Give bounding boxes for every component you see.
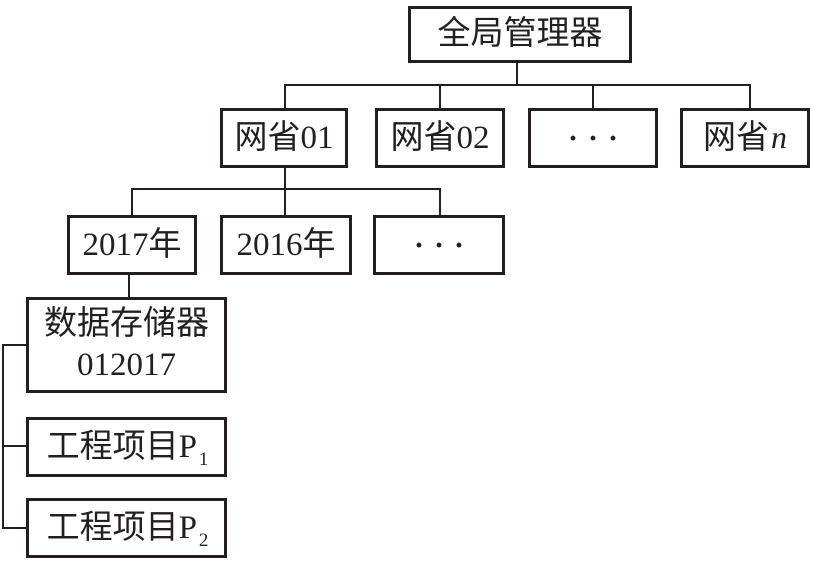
- project-p2-prefix: 工程项目P: [46, 509, 197, 546]
- connector-drop-year-more: [439, 188, 441, 215]
- node-project-p1-label: 工程项目P 1: [46, 428, 209, 470]
- connector-drop-province01: [284, 84, 286, 108]
- node-global-manager-label: 全局管理器: [437, 16, 603, 53]
- connector-drop-year2016: [284, 188, 286, 215]
- connector-drop-year2017: [131, 188, 133, 215]
- connector-level2-bus: [284, 84, 751, 86]
- connector-drop-province-more: [592, 84, 594, 108]
- node-province-01-label: 网省01: [234, 119, 334, 156]
- node-data-store-line1: 数据存储器: [44, 305, 209, 342]
- connector-left-bracket: [2, 344, 4, 529]
- node-province-02-label: 网省02: [390, 119, 490, 156]
- node-global-manager: 全局管理器: [408, 6, 632, 63]
- ellipsis-label: ···: [567, 121, 628, 155]
- node-province-01: 网省01: [220, 108, 348, 168]
- node-province-n: 网省 n: [680, 108, 810, 168]
- project-p2-subscript: 2: [198, 530, 209, 552]
- province-n-prefix: 网省: [703, 119, 769, 156]
- node-province-n-label: 网省 n: [703, 120, 787, 156]
- province-n-variable: n: [771, 119, 787, 156]
- node-year-2017-label: 2017年: [82, 226, 182, 263]
- node-year-2016-label: 2016年: [236, 226, 336, 263]
- connector-stub-datastore: [2, 344, 26, 346]
- ellipsis-label: ···: [413, 228, 474, 262]
- node-year-2017: 2017年: [67, 215, 197, 275]
- node-project-p2-label: 工程项目P 2: [46, 509, 209, 551]
- connector-province01-down: [284, 168, 286, 190]
- connector-level3-bus: [131, 188, 441, 190]
- connector-year2017-down: [128, 275, 130, 297]
- connector-drop-province-n: [749, 84, 751, 108]
- node-year-2016: 2016年: [220, 215, 352, 275]
- node-province-02: 网省02: [375, 108, 505, 168]
- node-province-ellipsis: ···: [528, 108, 658, 168]
- node-data-store-line2: 012017: [77, 347, 176, 383]
- connector-stub-project2: [2, 527, 26, 529]
- connector-drop-province02: [439, 84, 441, 108]
- node-data-store: 数据存储器 012017: [26, 297, 227, 393]
- project-p1-prefix: 工程项目P: [46, 428, 197, 465]
- connector-stub-project1: [2, 445, 26, 447]
- node-project-p1: 工程项目P 1: [26, 417, 227, 477]
- node-year-ellipsis: ···: [373, 215, 505, 275]
- project-p1-subscript: 1: [198, 449, 209, 471]
- node-project-p2: 工程项目P 2: [26, 498, 227, 558]
- connector-global-down: [516, 63, 518, 85]
